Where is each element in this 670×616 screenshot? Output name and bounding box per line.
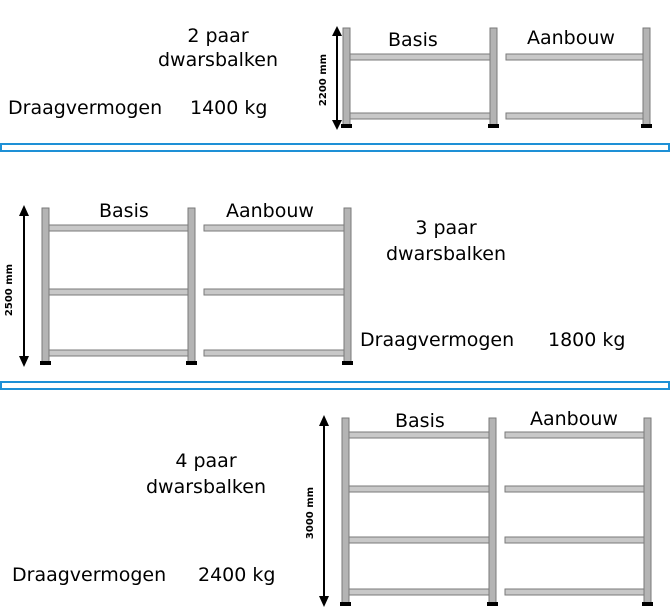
beam: [504, 536, 645, 544]
upright: [340, 417, 351, 606]
beams-count-line1: 4 paar: [175, 450, 237, 472]
height-arrow: [319, 415, 329, 607]
beam: [505, 112, 644, 120]
capacity-value: 2400 kg: [198, 564, 276, 586]
height-arrow: [332, 26, 342, 130]
upright: [487, 417, 498, 606]
beam: [348, 431, 490, 439]
beam: [203, 224, 345, 232]
upright: [488, 27, 499, 128]
upright: [642, 417, 653, 606]
beam: [203, 288, 345, 296]
upright: [641, 27, 652, 128]
beam: [48, 288, 189, 296]
beam: [203, 349, 345, 357]
height-label: 2500 mm: [4, 264, 15, 316]
capacity-label: Draagvermogen: [8, 97, 163, 119]
beam: [349, 112, 491, 120]
beam: [504, 485, 645, 493]
beam: [348, 588, 490, 596]
beam: [348, 536, 490, 544]
basis-label: Basis: [388, 29, 438, 51]
beams-count-line1: 3 paar: [415, 217, 477, 239]
height-label: 3000 mm: [305, 487, 316, 539]
aanbouw-label: Aanbouw: [527, 27, 615, 49]
beam: [505, 53, 644, 61]
beam: [348, 485, 490, 493]
aanbouw-label: Aanbouw: [530, 408, 618, 430]
capacity-label: Draagvermogen: [360, 329, 515, 351]
basis-label: Basis: [395, 410, 445, 432]
beam: [504, 431, 645, 439]
capacity-label: Draagvermogen: [12, 564, 167, 586]
beams-count-line2: dwarsbalken: [158, 49, 278, 71]
beam: [48, 349, 189, 357]
divider: [0, 381, 670, 390]
beams-count-line2: dwarsbalken: [386, 243, 506, 265]
capacity-value: 1800 kg: [548, 329, 626, 351]
beam: [349, 53, 491, 61]
upright: [40, 207, 51, 365]
upright: [342, 207, 353, 365]
beam: [48, 224, 189, 232]
upright: [186, 207, 197, 365]
capacity-value: 1400 kg: [190, 97, 268, 119]
beams-count-line2: dwarsbalken: [146, 476, 266, 498]
beams-count-line1: 2 paar: [187, 25, 249, 47]
divider: [0, 143, 670, 152]
height-arrow: [19, 205, 29, 367]
basis-label: Basis: [99, 200, 149, 222]
upright: [341, 27, 352, 128]
beam: [504, 588, 645, 596]
aanbouw-label: Aanbouw: [226, 200, 314, 222]
height-label: 2200 mm: [318, 54, 329, 106]
